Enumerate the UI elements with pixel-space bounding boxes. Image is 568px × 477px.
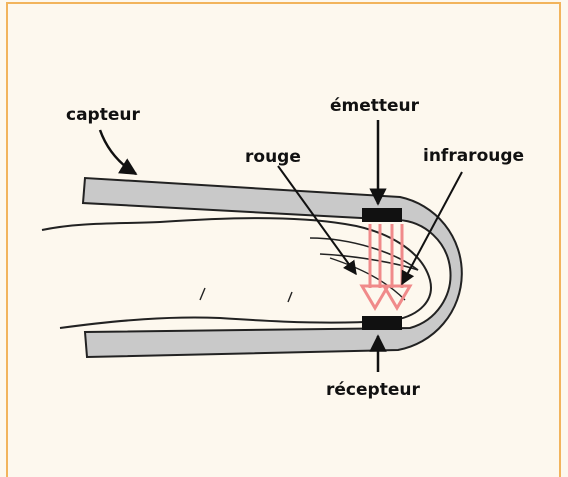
capteur-arrow bbox=[100, 130, 136, 174]
rouge-arrow bbox=[278, 166, 356, 274]
receiver-block bbox=[362, 316, 402, 330]
sensor-clip bbox=[83, 178, 462, 357]
label-emetteur: émetteur bbox=[330, 96, 419, 116]
label-rouge: rouge bbox=[245, 147, 301, 167]
label-recepteur: récepteur bbox=[326, 380, 420, 400]
finger-outline bbox=[42, 218, 431, 328]
label-capteur: capteur bbox=[66, 105, 140, 125]
finger-skin-line bbox=[200, 288, 292, 302]
label-infrarouge: infrarouge bbox=[423, 146, 524, 166]
emitter-block bbox=[362, 208, 402, 222]
